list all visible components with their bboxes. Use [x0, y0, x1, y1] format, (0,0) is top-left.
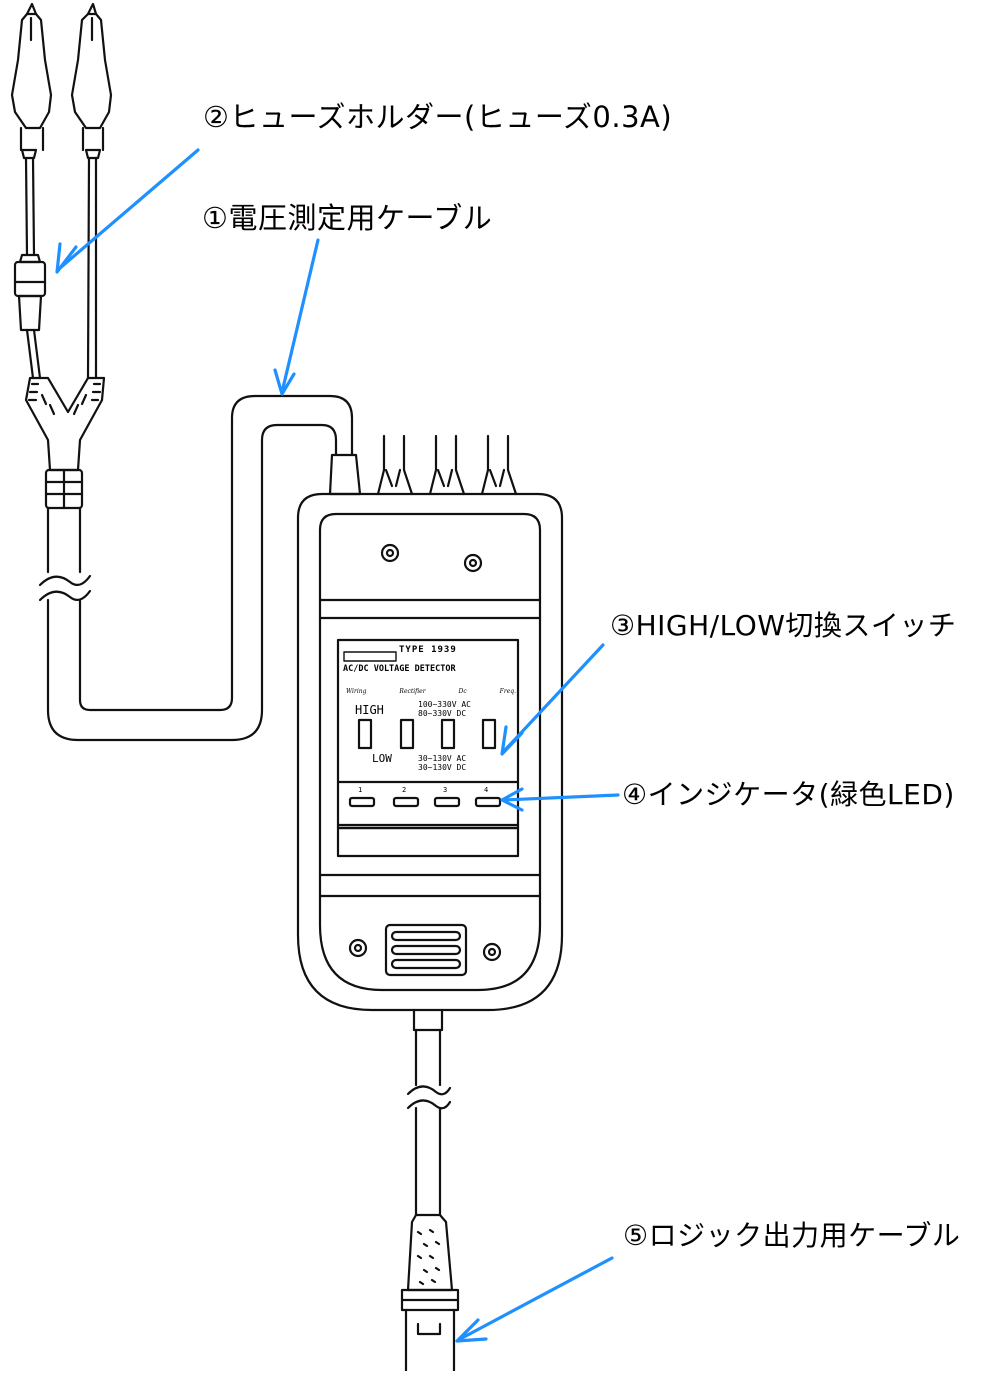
arrow-fuse-holder	[58, 148, 200, 270]
panel-low-label: LOW	[372, 752, 392, 765]
logic-output-cable	[406, 1008, 452, 1217]
panel-high-range: 100~330V AC 80~330V DC	[418, 700, 471, 718]
panel-type-label: TYPE 1939	[399, 645, 457, 655]
detector-housing	[296, 492, 564, 1012]
panel-low-range: 30~130V AC 30~130V DC	[418, 754, 467, 772]
arrow-voltage-cable	[281, 238, 320, 390]
led-number-4: 4	[484, 786, 489, 794]
arrow-high-low-switch-head	[500, 725, 524, 756]
arrow-voltage-cable-head	[273, 368, 296, 396]
arrow-logic-cable-head	[455, 1318, 488, 1343]
column-label-dc: Dc	[458, 688, 467, 695]
test-lead-wires	[20, 148, 102, 380]
arrow-indicator	[502, 793, 620, 802]
panel-product-name: AC/DC VOLTAGE DETECTOR	[343, 664, 456, 674]
logic-connector	[400, 1213, 460, 1373]
column-label-rectifier: Rectifier	[399, 688, 426, 695]
arrow-logic-cable	[460, 1256, 614, 1340]
column-label-freq: Freq.	[499, 688, 516, 695]
screw-icons	[348, 543, 502, 962]
arrow-fuse-holder-head	[55, 242, 78, 274]
led-number-2: 2	[402, 786, 407, 794]
y-splitter	[24, 376, 106, 510]
voltage-cable-loop	[38, 394, 354, 742]
panel-column-labels: Wiring Rectifier Dc Freq.	[346, 688, 516, 695]
vent-grille	[384, 923, 468, 977]
callout-voltage-cable: ①電圧測定用ケーブル	[202, 201, 493, 235]
led-number-3: 3	[443, 786, 448, 794]
led-number-1: 1	[358, 786, 363, 794]
alligator-clips	[10, 2, 113, 152]
callout-high-low-switch: ③HIGH/LOW切換スイッチ	[610, 609, 957, 642]
column-label-wiring: Wiring	[346, 688, 367, 695]
led-slots	[348, 796, 502, 808]
cable-boots	[328, 434, 518, 496]
callout-indicator: ④インジケータ(緑色LED)	[622, 778, 955, 811]
panel-high-label: HIGH	[355, 703, 384, 717]
callout-logic-cable: ⑤ロジック出力用ケーブル	[623, 1219, 961, 1252]
fuse-holder-body	[13, 253, 47, 332]
callout-arrows	[55, 148, 620, 1343]
arrow-indicator-head	[500, 787, 524, 812]
callout-fuse-holder: ②ヒューズホルダー(ヒューズ0.3A)	[203, 100, 673, 134]
range-switches	[357, 718, 497, 750]
